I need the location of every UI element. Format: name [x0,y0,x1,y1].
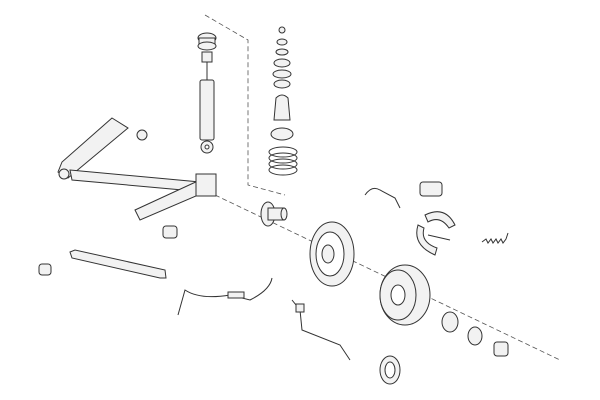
return-spring [481,232,509,244]
wheel-bearing [441,311,509,357]
rear-axle-beam [57,117,217,221]
brake-backing-plate [309,221,355,287]
spring-stack [268,26,298,176]
shock-absorber [197,32,217,154]
bushing [162,225,178,239]
assembly-guide-lines [204,14,561,361]
wheel-hub [260,201,288,227]
brake-shoes [416,211,456,256]
wheel-cylinder [419,181,443,197]
bushing [38,263,52,276]
tie-rod [69,249,167,279]
abs-ring [379,355,401,385]
coil-spring [268,146,298,176]
brake-drum [379,264,431,326]
brake-line [364,187,401,209]
bump-stop [273,94,291,121]
brake-cable [177,277,273,316]
abs-connector [295,303,305,313]
cable-clip [227,291,245,299]
